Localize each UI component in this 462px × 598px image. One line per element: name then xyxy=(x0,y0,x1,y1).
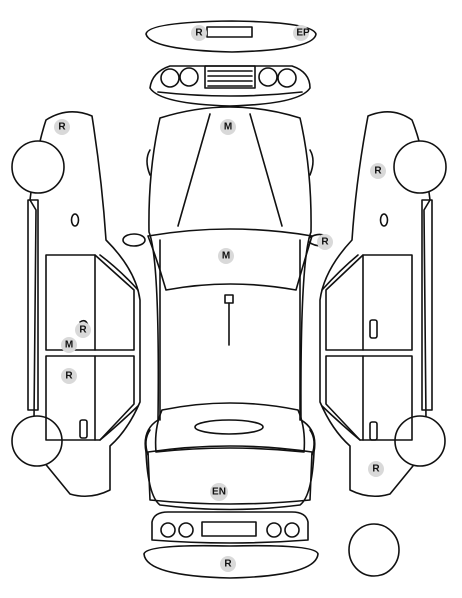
marker-label: R xyxy=(321,237,329,248)
left-side-view xyxy=(11,111,141,498)
marker-trunk-en[interactable]: EN xyxy=(210,483,228,501)
marker-label: R xyxy=(79,325,87,336)
marker-label: EP xyxy=(296,28,310,39)
marker-left-door-m[interactable]: M xyxy=(61,337,77,353)
front-bumper-view xyxy=(145,20,317,53)
front-face-view xyxy=(149,65,311,107)
rear-bumper-view xyxy=(143,544,319,579)
marker-hood-m[interactable]: M xyxy=(220,119,236,135)
marker-rear-bumper-r[interactable]: R xyxy=(220,556,236,572)
marker-label: EN xyxy=(212,487,226,498)
marker-front-bumper-ep[interactable]: EP xyxy=(293,25,310,41)
marker-label: R xyxy=(224,559,232,570)
rear-face-view xyxy=(151,511,309,544)
marker-label: R xyxy=(195,28,203,39)
marker-right-front-fender-r[interactable]: R xyxy=(370,163,386,179)
marker-left-front-fender-r[interactable]: R xyxy=(54,119,70,135)
marker-label: R xyxy=(372,464,380,475)
right-side-view xyxy=(319,111,447,498)
spare-wheel xyxy=(348,523,400,577)
marker-label: R xyxy=(374,166,382,177)
marker-left-rear-door-r[interactable]: R xyxy=(61,368,77,384)
marker-right-rear-quarter-r[interactable]: R xyxy=(368,461,384,477)
marker-left-door-r[interactable]: R xyxy=(75,322,91,338)
marker-right-mirror-r[interactable]: R xyxy=(317,234,333,250)
marker-label: R xyxy=(58,122,66,133)
marker-windshield-m[interactable]: M xyxy=(218,248,234,264)
marker-front-bumper-r[interactable]: R xyxy=(191,25,207,41)
marker-label: M xyxy=(222,251,230,262)
marker-label: M xyxy=(65,340,73,351)
marker-label: M xyxy=(224,122,232,133)
car-top-view xyxy=(122,106,329,511)
marker-label: R xyxy=(65,371,73,382)
